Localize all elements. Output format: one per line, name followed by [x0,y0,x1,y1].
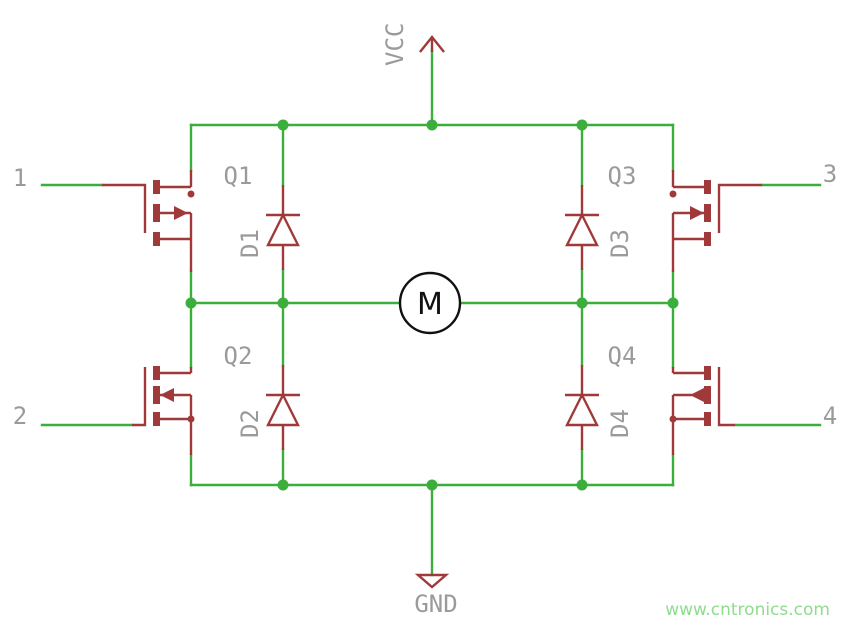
gnd-label: GND [414,590,457,618]
diode-d3 [565,185,599,270]
q1-label: Q1 [224,162,253,190]
motor: M [398,271,462,335]
d1-label: D1 [236,229,264,258]
d4-label: D4 [606,409,634,438]
mosfet-q2 [132,366,195,455]
wires [40,48,822,577]
d3-label: D3 [606,229,634,258]
mosfet-q4 [669,366,735,455]
q2-label: Q2 [224,342,253,370]
d2-label: D2 [236,409,264,438]
junction-node [426,119,438,131]
junction-node [277,297,289,309]
vcc-symbol: VCC [381,23,445,66]
junction-node [667,297,679,309]
input-4-label: 4 [823,402,837,430]
junction-node [277,119,289,131]
input-1-label: 1 [13,164,27,192]
motor-label: M [417,287,443,322]
diode-d2 [266,365,300,450]
vcc-label: VCC [381,23,409,66]
mosfet-q1 [102,170,195,272]
junction-nodes [185,119,679,491]
input-2-label: 2 [13,402,27,430]
junction-node [576,297,588,309]
q4-label: Q4 [608,342,637,370]
gnd-symbol: GND [414,573,458,618]
labels: 1 2 3 4 Q1 Q2 Q3 Q4 D1 D2 D3 D4 [13,160,837,438]
junction-node [576,119,588,131]
input-3-label: 3 [823,160,837,188]
q3-label: Q3 [608,162,637,190]
diode-d4 [565,365,599,450]
mosfet-q3 [669,170,762,272]
junction-node [426,479,438,491]
diode-d1 [266,185,300,270]
watermark-text: www.cntronics.com [665,600,830,620]
junction-node [277,479,289,491]
junction-node [576,479,588,491]
junction-node [185,297,197,309]
